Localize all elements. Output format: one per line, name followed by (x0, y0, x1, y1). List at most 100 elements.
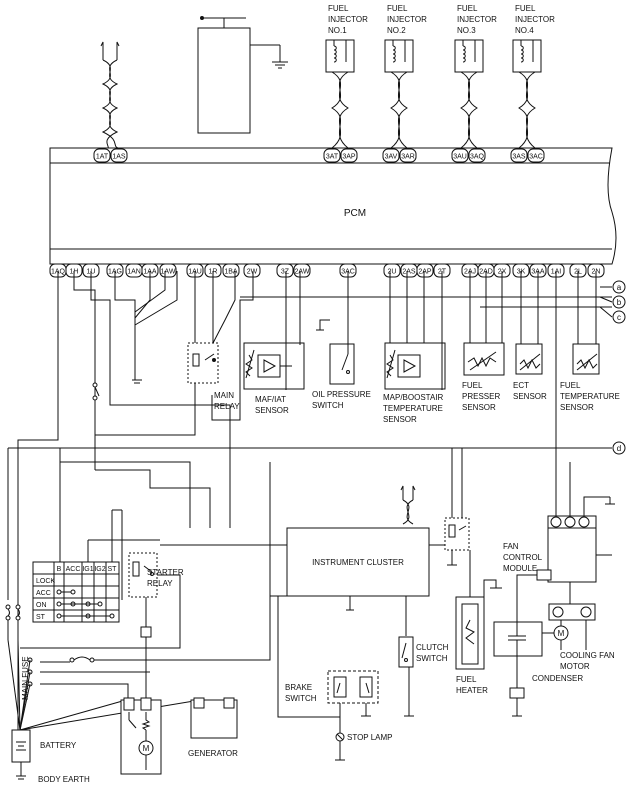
injector-twisted-wire (331, 71, 349, 149)
fuel-heater-label-1: FUEL (456, 675, 477, 684)
top-pin-label: 3AR (401, 154, 415, 161)
fan-control-module: FAN CONTROL MODULE (503, 462, 615, 604)
injector-body (512, 39, 542, 73)
generator-label: GENERATOR (188, 749, 238, 758)
brake-label-1: BRAKE (285, 683, 312, 692)
fuel-temp-label-3: SENSOR (560, 403, 594, 412)
brake-label-2: SWITCH (285, 694, 317, 703)
clutch-switch: CLUTCH SWITCH (398, 636, 449, 717)
top-pin (468, 148, 486, 163)
bus-c-marker (612, 310, 626, 324)
top-pin-label: 3AQ (470, 154, 485, 161)
cooling-fan-label-2: MOTOR (560, 662, 590, 671)
injector-body (454, 39, 484, 73)
maf-iat-label-2: SENSOR (255, 406, 289, 415)
cooling-fan-label-1: COOLING FAN (560, 651, 615, 660)
main-fuse-battery: MAIN FUSE BATTERY BODY EARTH (5, 596, 271, 784)
bottom-pin (159, 263, 177, 278)
injector-label-1: FUEL (515, 4, 536, 13)
injector-twisted-wire (460, 71, 478, 149)
instrument-cluster-label: INSTRUMENT CLUSTER (312, 558, 404, 567)
top-pin-label: 3AT (326, 154, 339, 161)
bottom-pin (276, 263, 294, 278)
stop-lamp-label: STOP LAMP (347, 733, 393, 742)
map-boost-label-2: TEMPERATURE (383, 404, 443, 413)
fuel-presser-label-1: FUEL (462, 381, 483, 390)
ignition-column-label: ST (108, 566, 118, 573)
condenser: CONDENSER (493, 574, 583, 717)
injector-label-1: FUEL (328, 4, 349, 13)
bottom-pin-label: 2AP (418, 269, 432, 276)
injector-label-3: NO.4 (515, 26, 534, 35)
bus-lines: a b c d (8, 280, 626, 455)
top-pin-label: 1AT (96, 154, 109, 161)
fuel-injectors: FUELINJECTORNO.1FUELINJECTORNO.2FUELINJE… (325, 4, 555, 149)
injector-label-1: FUEL (457, 4, 478, 13)
injector-body (325, 39, 355, 73)
maf-iat-sensor: MAF/IAT SENSOR (243, 271, 305, 415)
ignition-row-label: ST (36, 614, 46, 621)
main-relay-label-1: MAIN (214, 391, 234, 400)
top-pin (382, 148, 400, 163)
ignition-row-label: ACC (36, 590, 51, 597)
starter-relay: STARTER RELAY (20, 552, 184, 700)
fuel-presser-label-3: SENSOR (462, 403, 496, 412)
ignition-row-label: LOCK (36, 578, 55, 585)
fan-control-label-3: MODULE (503, 564, 537, 573)
bottom-pin-label: 1BA (224, 269, 238, 276)
ignition-row-label: ON (36, 602, 47, 609)
starter-relay-label-2: RELAY (147, 579, 173, 588)
brake-switch: BRAKE SWITCH STOP LAMP (277, 596, 393, 761)
map-boost-label-3: SENSOR (383, 415, 417, 424)
ignition-column-label: B (57, 566, 62, 573)
map-boost-label-1: MAP/BOOSTAIR (383, 393, 444, 402)
generator: GENERATOR (188, 697, 238, 758)
injector-coil (333, 45, 337, 63)
pcm-label: PCM (344, 208, 366, 219)
top-pin-label: 3AS (512, 154, 526, 161)
injector-label-3: NO.1 (328, 26, 347, 35)
bottom-pin-label: 3Z (281, 269, 290, 276)
injector-twisted-wire (331, 71, 349, 149)
maf-iat-label-1: MAF/IAT (255, 395, 286, 404)
top-pin (527, 148, 545, 163)
fuel-temp-label-2: TEMPERATURE (560, 392, 620, 401)
top-pin-label: 3AC (529, 154, 543, 161)
injector-twisted-wire (518, 71, 536, 149)
bus-a-label: a (617, 283, 622, 292)
injector-label-3: NO.2 (387, 26, 406, 35)
fan-control-label-2: CONTROL (503, 553, 543, 562)
injector-coil (462, 45, 466, 63)
bottom-pin (243, 263, 261, 278)
top-pin-label: 3AP (342, 154, 356, 161)
instrument-cluster: INSTRUMENT CLUSTER (160, 462, 445, 636)
cooling-fan-motor: M COOLING FAN MOTOR (548, 603, 615, 671)
main-relay-label-2: RELAY (214, 402, 240, 411)
clutch-label-2: SWITCH (416, 654, 448, 663)
injector-body (384, 39, 414, 73)
bottom-pin (383, 263, 401, 278)
injector-twisted-wire (518, 71, 536, 149)
fuel-presser-sensor: FUEL PRESSER SENSOR (462, 271, 505, 412)
injector-label-2: INJECTOR (328, 15, 368, 24)
bus-a-marker (612, 280, 626, 294)
main-relay: MAIN RELAY (187, 342, 240, 411)
top-pin (510, 148, 528, 163)
injector-coil (392, 45, 396, 63)
fuel-heater-label-2: HEATER (456, 686, 488, 695)
fuel-heater: FUEL HEATER (444, 448, 502, 695)
injector-twisted-wire (460, 71, 478, 149)
fuel-temp-sensor: FUEL TEMPERATURE SENSOR (555, 271, 620, 516)
fuel-presser-label-2: PRESSER (462, 392, 500, 401)
injector-twisted-wire (390, 71, 408, 149)
pcm-block: PCM (49, 147, 617, 265)
bottom-pin (416, 263, 434, 278)
fan-motor-symbol: M (558, 629, 565, 638)
top-pin (110, 148, 128, 163)
top-pin (93, 148, 111, 163)
bottom-pin-label: 2U (388, 269, 397, 276)
